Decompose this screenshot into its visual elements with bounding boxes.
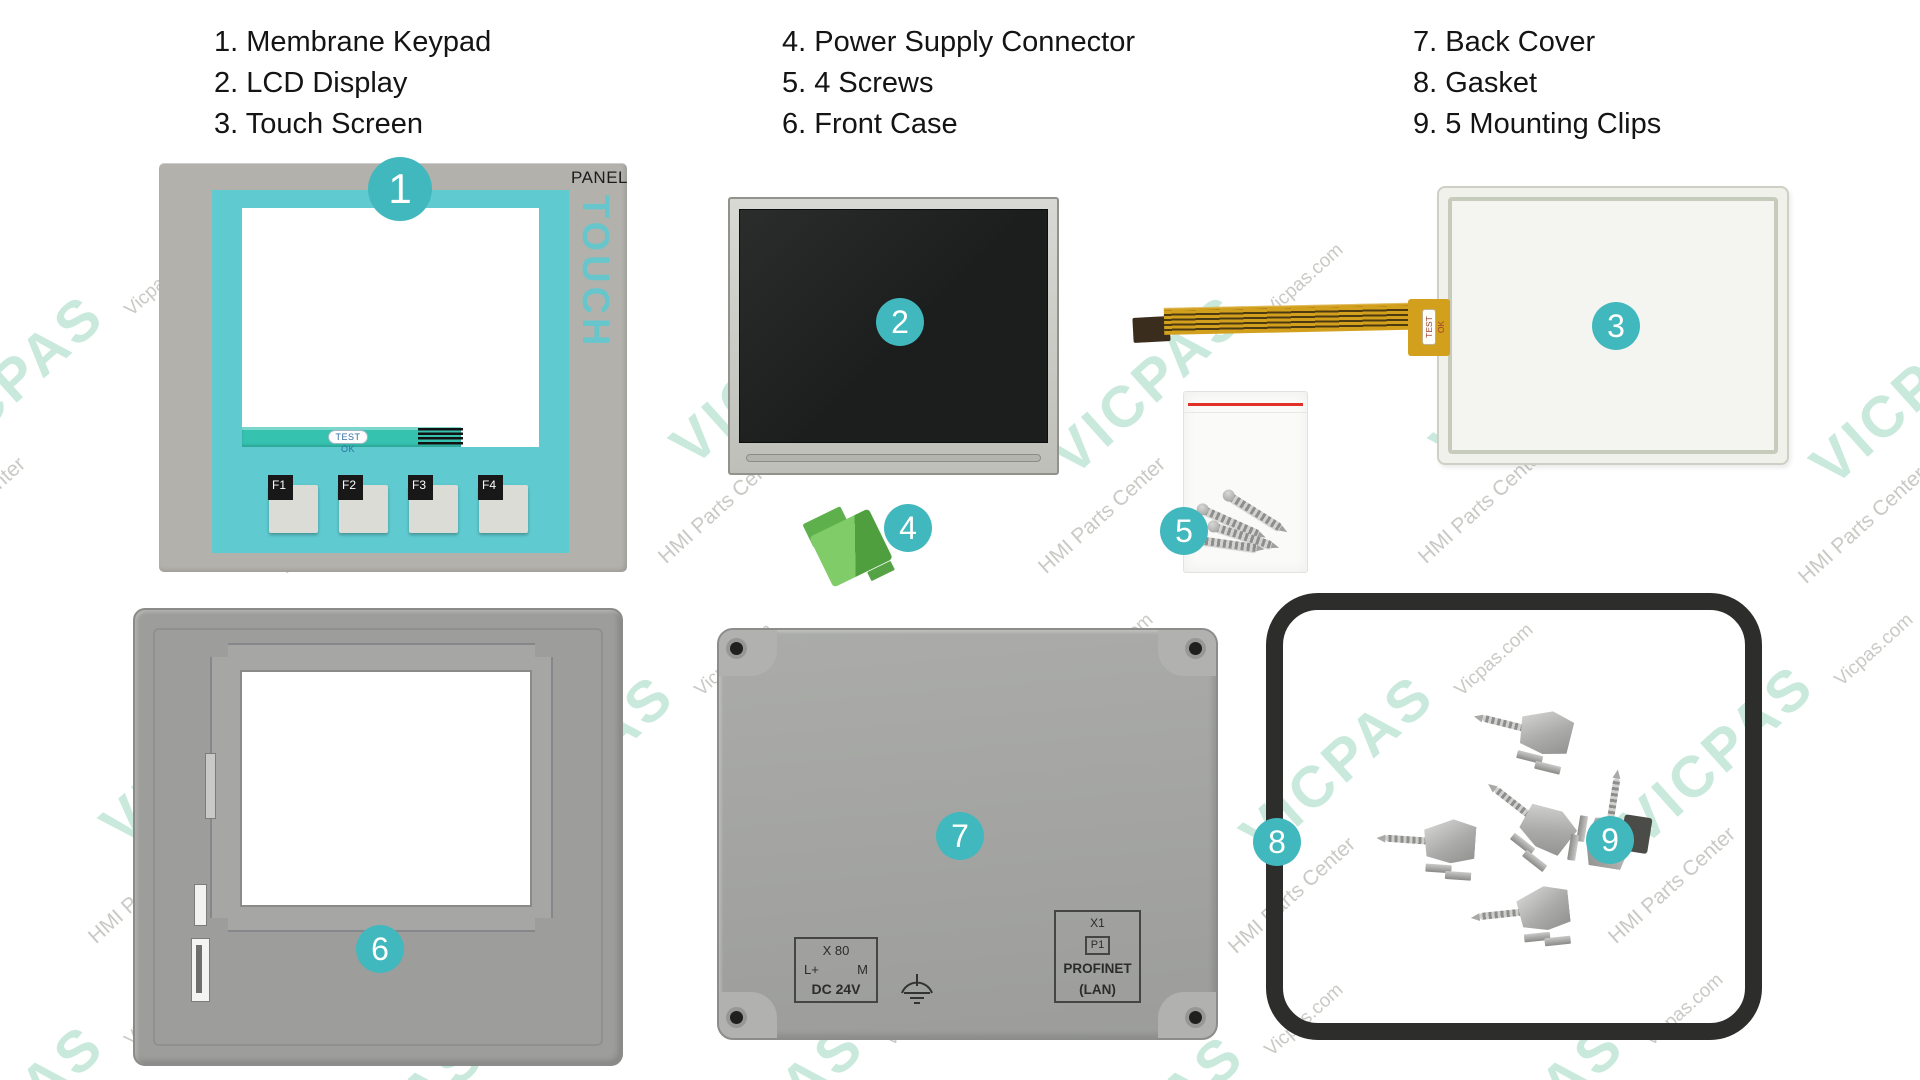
function-key-f4: F4	[478, 475, 528, 537]
lcd-bottom-slot	[746, 454, 1041, 462]
function-key-f1: F1	[268, 475, 318, 537]
lan-port-title: X1	[1090, 916, 1105, 930]
back-cover: X 80 L+ M DC 24V X1 P1 PROFINET (LAN) 7	[717, 628, 1218, 1040]
keypad-display-window: TEST OK	[242, 208, 539, 454]
front-case-slot-1	[205, 753, 216, 819]
power-port-lplus: L+	[804, 962, 819, 977]
f1-label: F1	[268, 475, 293, 500]
legend-item-back-cover: 7. Back Cover	[1413, 26, 1596, 58]
front-case-rim	[153, 628, 603, 1046]
legend-column-1: 1. Membrane Keypad 2. LCD Display 3. Tou…	[214, 22, 491, 145]
screw-hole-icon	[730, 642, 743, 655]
p1-port-box: P1	[1085, 936, 1110, 955]
legend-item-power-connector: 4. Power Supply Connector	[782, 26, 1136, 58]
watermark-brand-text: VICPAS	[1798, 291, 1920, 498]
badge-7: 7	[936, 812, 984, 860]
frame-notch	[535, 637, 561, 657]
gasket	[1266, 593, 1762, 1040]
badge-2: 2	[876, 298, 924, 346]
legend-column-3: 7. Back Cover 8. Gasket 9. 5 Mounting Cl…	[1413, 22, 1661, 145]
front-case-slot-3	[191, 938, 210, 1002]
mounting-clip-2	[1383, 809, 1484, 886]
frame-notch	[535, 918, 561, 938]
panel-brand-text: PANEL	[571, 168, 628, 187]
power-port-voltage: DC 24V	[811, 981, 861, 997]
profinet-port-label: X1 P1 PROFINET (LAN)	[1054, 910, 1141, 1003]
keypad-cable-strip: TEST OK	[242, 427, 461, 454]
f3-label: F3	[408, 475, 433, 500]
legend-item-lcd-display: 2. LCD Display	[214, 67, 408, 99]
flex-cable-pad: TEST OK	[1408, 299, 1450, 356]
front-case-slot-2	[194, 884, 207, 926]
corner-pad	[1158, 992, 1216, 1038]
cable-test-label: TEST OK	[1422, 309, 1446, 345]
screw-hole-icon	[730, 1011, 743, 1024]
legend-item-gasket: 8. Gasket	[1413, 67, 1538, 99]
flex-cable-ribbon	[1163, 302, 1443, 335]
bag-fold-line	[1184, 412, 1307, 413]
screw-hole-icon	[1189, 1011, 1202, 1024]
touch-brand-text: TOUCH	[574, 195, 616, 350]
corner-pad	[719, 630, 777, 676]
watermark-subtitle-text: HMI Parts Center	[1793, 462, 1920, 589]
legend-item-mounting-clips: 9. 5 Mounting Clips	[1413, 108, 1662, 140]
watermark-brand-text: VICPAS	[0, 281, 117, 488]
corner-pad	[1158, 630, 1216, 676]
badge-6: 6	[356, 925, 404, 973]
front-case: 6	[133, 608, 623, 1066]
function-key-f3: F3	[408, 475, 458, 537]
frame-notch	[202, 918, 228, 938]
lan-text: (LAN)	[1079, 982, 1116, 997]
keypad-cable-fingers	[418, 428, 463, 445]
legend-item-front-case: 6. Front Case	[782, 108, 958, 140]
watermark-domain-text: Vicpas.com	[1830, 609, 1918, 691]
legend-item-membrane-keypad: 1. Membrane Keypad	[214, 26, 492, 58]
legend-item-touch-screen: 3. Touch Screen	[214, 108, 424, 140]
screw-bag: 5	[1160, 391, 1308, 573]
profinet-text: PROFINET	[1063, 961, 1132, 976]
keypad-test-label: TEST OK	[328, 430, 368, 454]
badge-1: 1	[368, 157, 432, 221]
badge-3: 3	[1592, 302, 1640, 350]
function-key-f2: F2	[338, 475, 388, 537]
power-port-m: M	[857, 962, 868, 977]
mounting-clip-5	[1477, 877, 1580, 957]
frame-notch	[202, 637, 228, 657]
legend-column-2: 4. Power Supply Connector 5. 4 Screws 6.…	[782, 22, 1135, 145]
membrane-keypad: TEST OK F1 F2 F3 F4 PANEL TOUCH 1	[159, 157, 628, 572]
badge-8: 8	[1253, 818, 1301, 866]
screw-hole-icon	[1189, 642, 1202, 655]
touch-screen: 3	[1437, 186, 1789, 465]
legend-item-screws: 5. 4 Screws	[782, 67, 934, 99]
f4-label: F4	[478, 475, 503, 500]
lcd-display: 2	[728, 197, 1059, 475]
ground-icon	[901, 974, 933, 1004]
watermark-subtitle-text: HMI Parts Center	[0, 452, 30, 579]
watermark-brand-text: VICPAS	[1798, 1021, 1920, 1080]
power-port-title: X 80	[822, 943, 850, 958]
power-terminal-label: X 80 L+ M DC 24V	[794, 937, 878, 1003]
badge-4: 4	[884, 504, 932, 552]
front-case-window	[240, 670, 532, 907]
watermark-brand-text: VICPAS	[0, 1011, 118, 1080]
badge-9: 9	[1586, 816, 1634, 864]
badge-5: 5	[1160, 507, 1208, 555]
corner-pad	[719, 992, 777, 1038]
bag-seal-line	[1188, 403, 1303, 406]
flex-cable-traces	[1163, 305, 1443, 332]
f2-label: F2	[338, 475, 363, 500]
